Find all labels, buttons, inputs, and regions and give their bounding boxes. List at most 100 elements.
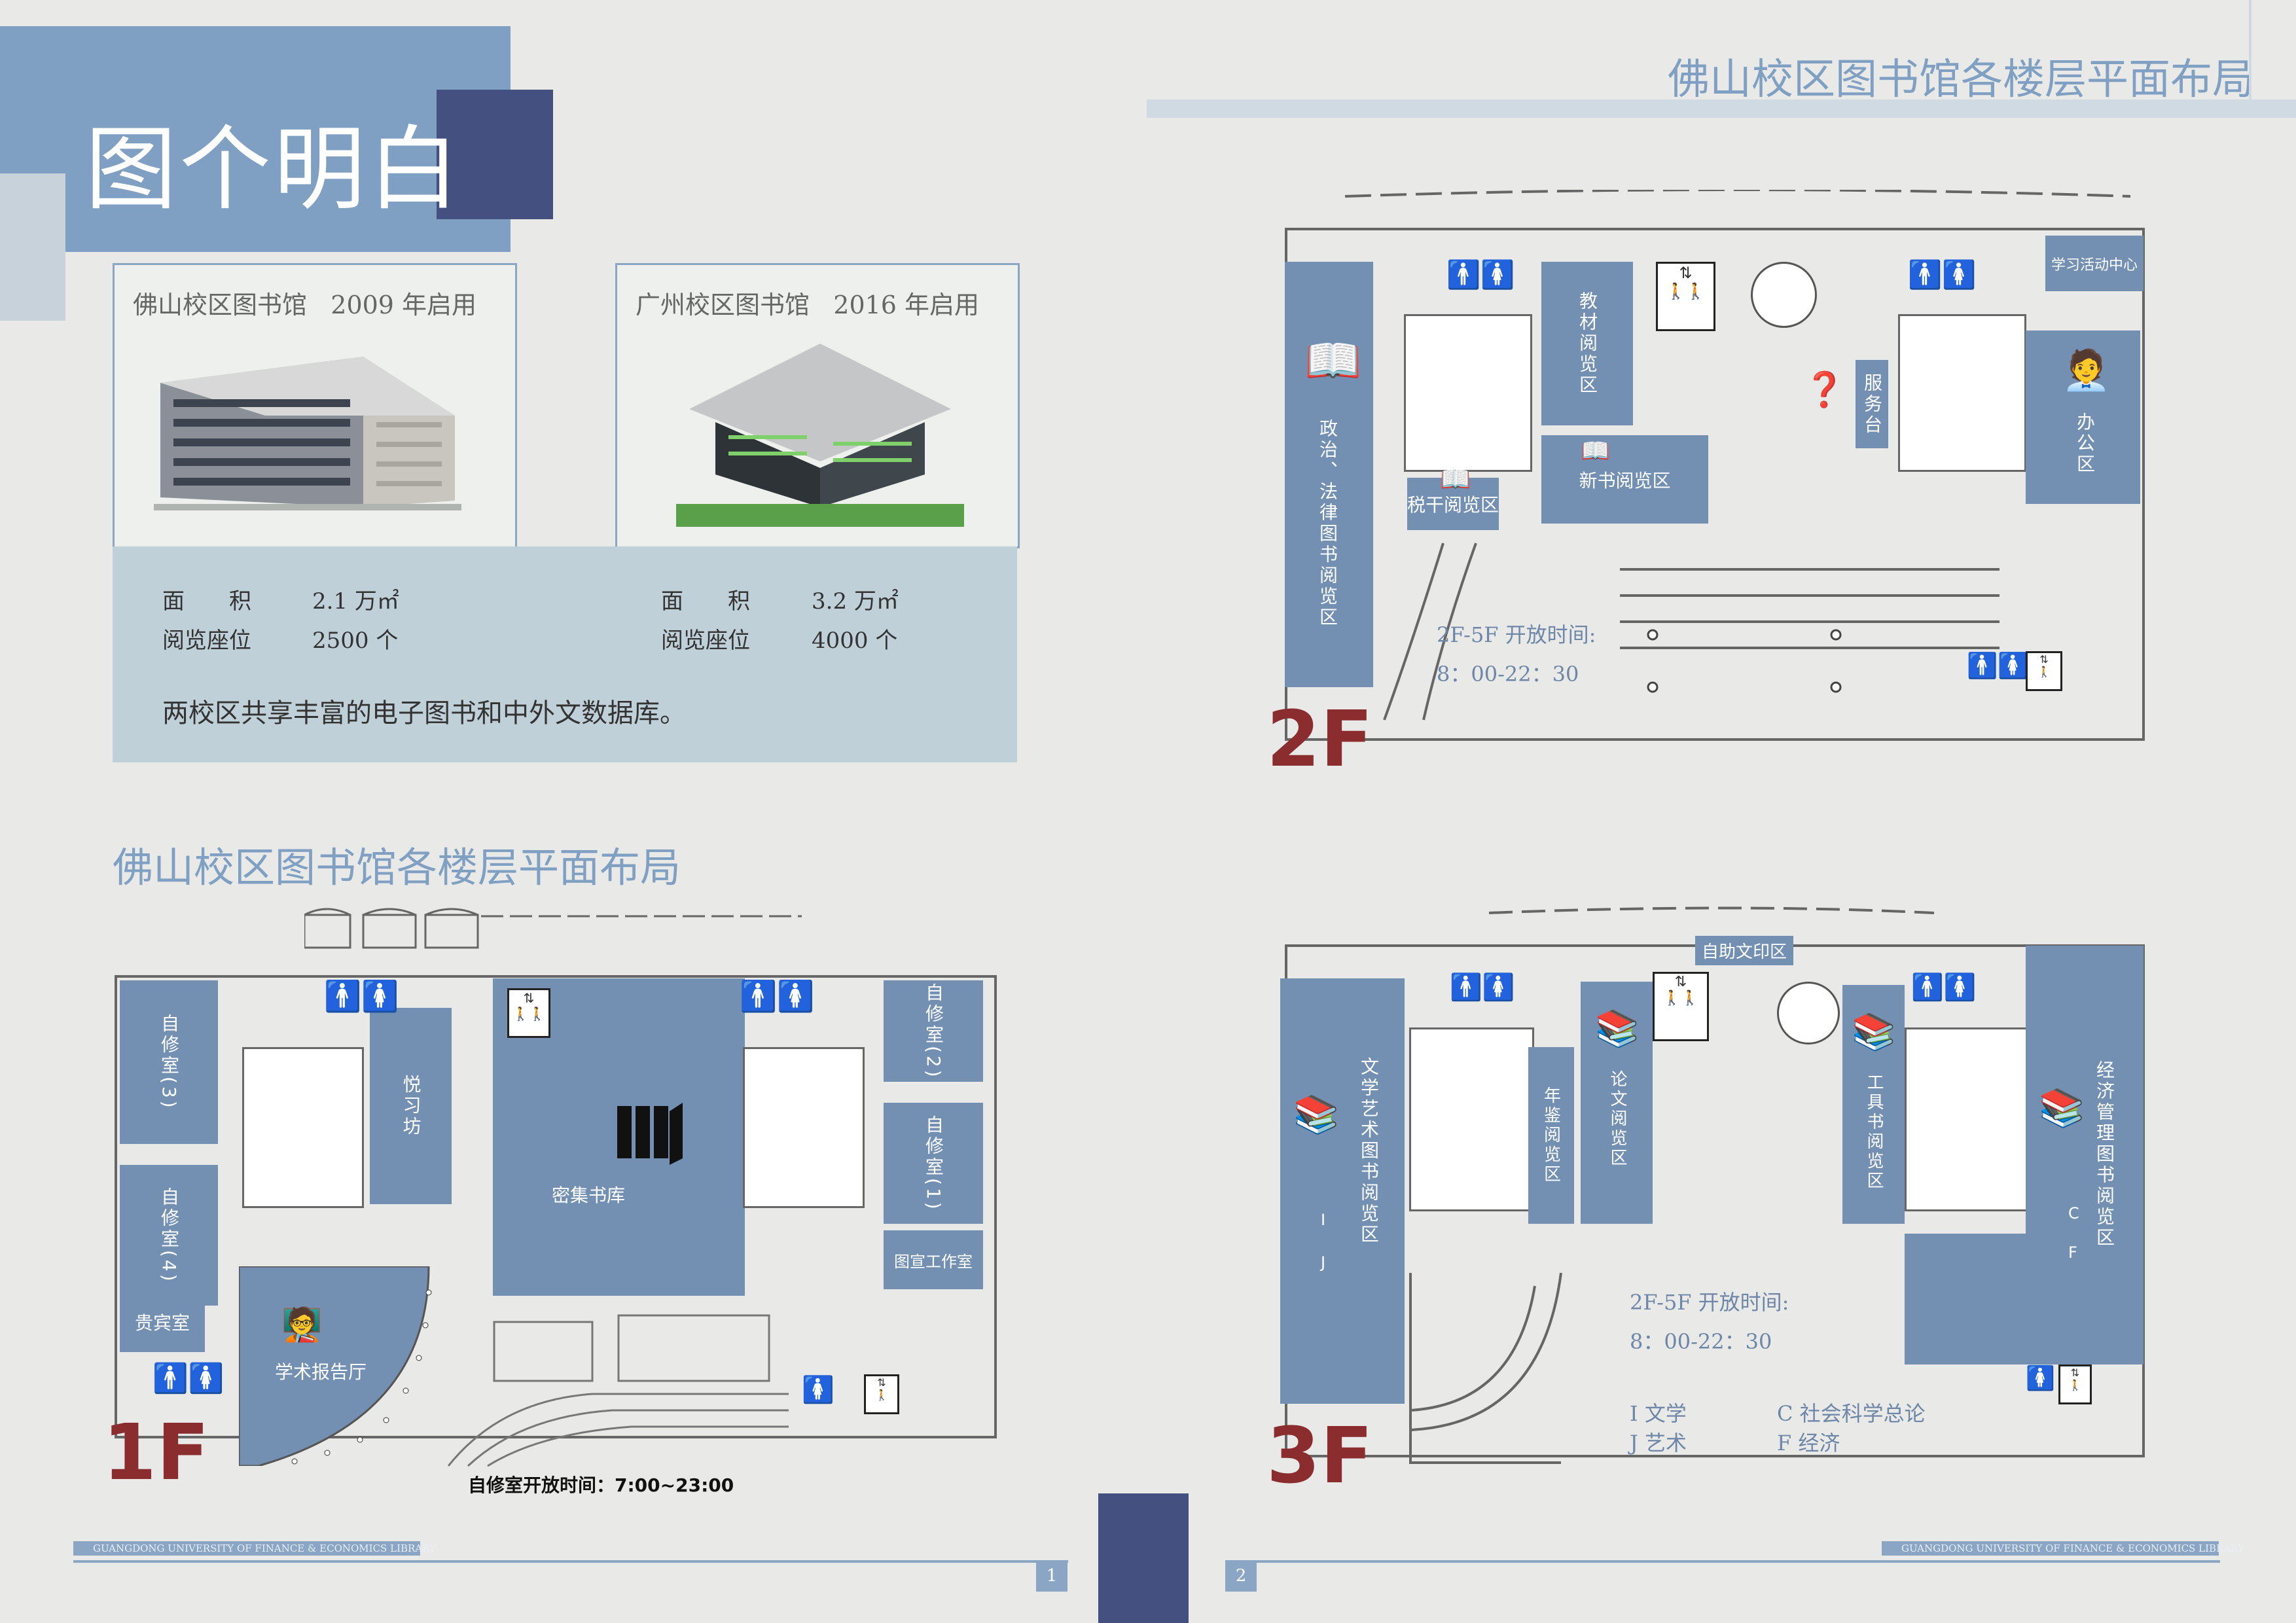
- office-area: 🧑‍💼 办公区: [2026, 330, 2140, 504]
- imaging-studio: 图宣工作室: [884, 1230, 983, 1289]
- library-stats-panel: 面 积 2.1 万㎡ 阅览座位 2500 个 面 积 3.2 万㎡ 阅览座位 4…: [113, 546, 1017, 762]
- elevator-icon: ⇅🚶: [2058, 1364, 2092, 1404]
- guangzhou-library-card: 广州校区图书馆 2016 年启用: [615, 263, 1020, 548]
- books-stack-icon: 📚: [2039, 1087, 2085, 1130]
- footer-left-banner: GUANGDONG UNIVERSITY OF FINANCE & ECONOM…: [73, 1541, 436, 1556]
- floor2-hours-time: 8：00-22：30: [1437, 662, 1579, 687]
- floor2-plan: 📖 政治、法律图书阅览区 税干阅览区 📖 教材阅览区 新书阅览区 📖 🚹🚺 ⇅🚶…: [1280, 190, 2150, 753]
- yuexi-workshop: 悦习坊: [370, 1008, 452, 1204]
- restroom-icon: 🚹🚺: [324, 978, 399, 1014]
- lecture-icon: 🧑‍🏫: [281, 1306, 323, 1344]
- guangzhou-area-value: 3.2 万㎡: [812, 588, 899, 615]
- legend-c: C 社会科学总论: [1777, 1401, 1926, 1426]
- guangzhou-seats-label: 阅览座位: [661, 628, 750, 654]
- foshan-area-value: 2.1 万㎡: [312, 588, 399, 615]
- books-stack-icon: [617, 1103, 683, 1165]
- economics-label: 经济管理图书阅览区: [2094, 1060, 2115, 1249]
- yearbook-reading-area: 年鉴阅览区: [1528, 1047, 1574, 1224]
- shared-resources-note: 两校区共享丰富的电子图书和中外文数据库。: [162, 698, 686, 728]
- study-room-4: 自修室(4): [120, 1165, 218, 1306]
- tax-reading-label: 税干阅览区: [1407, 494, 1499, 516]
- header-accent-dark: [437, 90, 553, 219]
- elevator-icon: ⇅🚶🚶: [507, 988, 550, 1038]
- study-room-3: 自修室(3): [120, 980, 218, 1144]
- tax-reading-area: 税干阅览区: [1407, 478, 1499, 530]
- thesis-reading-area: 📚 论文阅览区: [1581, 982, 1653, 1224]
- restroom-icon: 🚺: [802, 1375, 834, 1405]
- eco-code-f: F: [2068, 1243, 2077, 1262]
- floor2-hours-title: 2F-5F 开放时间:: [1437, 622, 1596, 647]
- foshan-building-photo: [154, 357, 461, 510]
- header-accent-light: [0, 173, 65, 321]
- guangzhou-seats-value: 4000 个: [812, 628, 898, 654]
- floor3-hours-title: 2F-5F 开放时间:: [1630, 1290, 1789, 1315]
- textbook-reading-area: 教材阅览区: [1541, 262, 1633, 425]
- floor1-stairs: [447, 1314, 789, 1467]
- restroom-icon: 🚹🚺: [1446, 259, 1515, 291]
- lit-code-i: I: [1321, 1211, 1326, 1229]
- spiral-stair: [1777, 982, 1840, 1044]
- study-room-2: 自修室(2): [884, 980, 983, 1082]
- foshan-seats-value: 2500 个: [312, 628, 399, 654]
- economics-management-reading-area: 📚 经济管理图书阅览区 C F: [2026, 946, 2144, 1364]
- restroom-icon: 🚹🚺: [1908, 259, 1977, 291]
- floor1-section-title: 佛山校区图书馆各楼层平面布局: [113, 844, 681, 891]
- legend-i: I 文学: [1630, 1401, 1687, 1426]
- restroom-icon: 🚹🚺: [1967, 651, 2029, 680]
- literature-label: 文学艺术图书阅览区: [1358, 1057, 1380, 1245]
- lit-code-j: J: [1321, 1253, 1326, 1272]
- reference-reading-area: 📚 工具书阅览区: [1842, 985, 1905, 1224]
- legend-j: J 艺术: [1630, 1431, 1687, 1455]
- literature-arts-reading-area: 📚 文学艺术图书阅览区 I J: [1280, 978, 1405, 1404]
- right-corner-rule: [2249, 0, 2296, 99]
- floor1-plan: 自修室(3) 自修室(4) 贵宾室 悦习坊 🚹🚺 密集书库 ⇅🚶🚶 🚹🚺 自修室…: [103, 903, 1011, 1491]
- elevator-icon: ⇅🚶🚶: [1653, 972, 1709, 1041]
- eco-code-c: C: [2068, 1204, 2079, 1222]
- restroom-icon: 🚹🚺: [1911, 972, 1977, 1003]
- floor2-label: 2F: [1266, 694, 1373, 784]
- restroom-icon: 🚹🚺: [740, 978, 815, 1014]
- new-books-label: 新书阅览区: [1579, 469, 1671, 491]
- foshan-area-label: 面 积: [162, 588, 251, 615]
- office-label: 办公区: [2074, 412, 2096, 475]
- politics-law-label: 政治、法律图书阅览区: [1317, 419, 1338, 628]
- service-question-icon: ❓: [1803, 370, 1846, 410]
- book-icon: 📖: [1581, 438, 1610, 465]
- self-print-area: 自助文印区: [1695, 936, 1793, 965]
- reference-label: 工具书阅览区: [1864, 1073, 1884, 1191]
- footer-right-banner: GUANGDONG UNIVERSITY OF FINANCE & ECONOM…: [1882, 1541, 2244, 1556]
- lecture-hall: [239, 1266, 432, 1466]
- foshan-library-card: 佛山校区图书馆 2009 年启用: [113, 263, 517, 548]
- spiral-stair: [1751, 262, 1817, 328]
- office-person-icon: 🧑‍💼: [2062, 348, 2111, 393]
- elevator-icon: ⇅🚶: [864, 1374, 899, 1414]
- service-desk: 服务台: [1856, 360, 1888, 448]
- header-band: [0, 26, 511, 252]
- guangzhou-library-name: 广州校区图书馆 2016 年启用: [636, 291, 980, 319]
- page-number-right: 2: [1225, 1560, 1257, 1592]
- restroom-icon: 🚹🚺: [1450, 972, 1515, 1003]
- footer-left-rule: [73, 1560, 1068, 1563]
- guangzhou-building-photo: [676, 344, 964, 527]
- restroom-icon: 🚹🚺: [152, 1362, 224, 1395]
- foshan-library-name: 佛山校区图书馆 2009 年启用: [133, 291, 477, 319]
- guangzhou-area-label: 面 积: [661, 588, 750, 615]
- page-title: 图个明白: [85, 116, 463, 223]
- study-room-hours: 自修室开放时间：7:00~23:00: [468, 1474, 734, 1496]
- vip-room: 贵宾室: [120, 1292, 205, 1352]
- footer-right-rule: [1225, 1560, 2220, 1563]
- new-books-reading-area: 新书阅览区: [1541, 435, 1708, 524]
- books-stack-icon: 📚: [1852, 1011, 1896, 1052]
- floor1-label: 1F: [103, 1407, 209, 1497]
- books-stack-icon: 📚: [1595, 1008, 1640, 1049]
- floor3-hours-time: 8：00-22：30: [1630, 1329, 1772, 1354]
- floor3-label: 3F: [1266, 1410, 1373, 1501]
- floor1-entrance-structure: [304, 908, 802, 949]
- dense-stack-label: 密集书库: [552, 1185, 626, 1206]
- foshan-seats-label: 阅览座位: [162, 628, 251, 654]
- spine-block: [1098, 1493, 1189, 1623]
- right-page-title: 佛山校区图书馆各楼层平面布局: [1668, 56, 2254, 104]
- lecture-hall-label: 学术报告厅: [275, 1361, 367, 1383]
- politics-law-reading-area: 📖 政治、法律图书阅览区: [1285, 262, 1373, 687]
- page-number-left: 1: [1036, 1560, 1067, 1592]
